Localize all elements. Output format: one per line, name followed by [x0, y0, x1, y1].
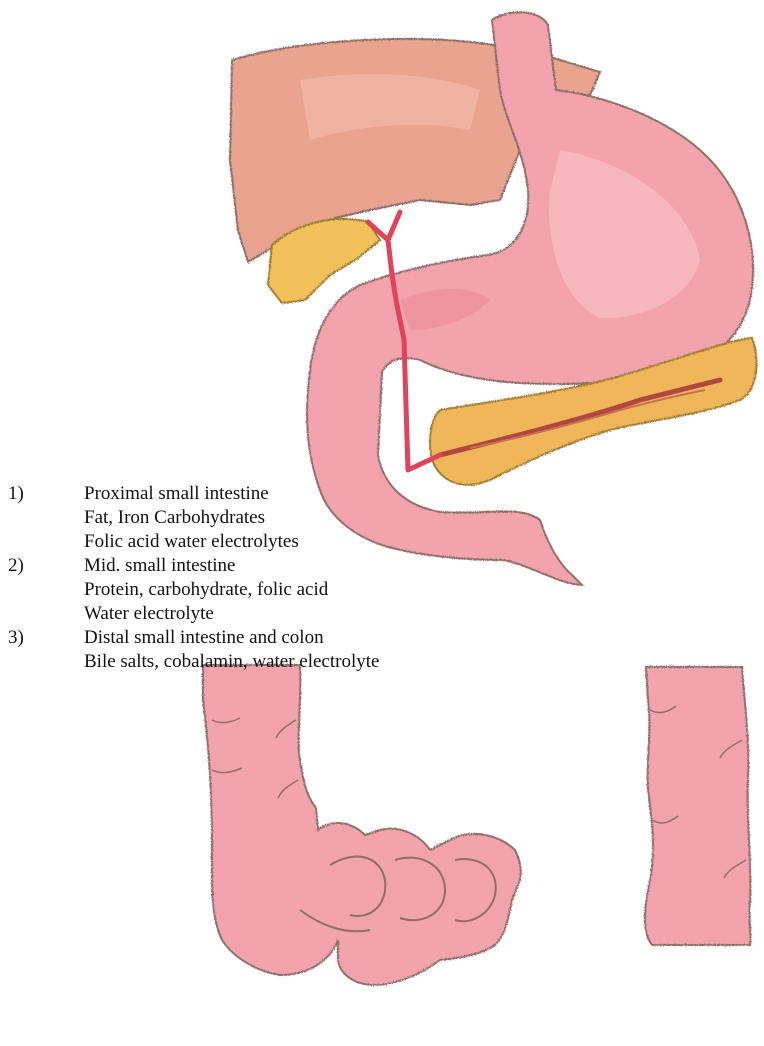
- label-item-2: 2) Mid. small intestine Protein, carbohy…: [8, 554, 379, 626]
- label-nutrients: Water electrolyte: [84, 602, 379, 626]
- label-region: Mid. small intestine: [84, 554, 379, 578]
- label-nutrients: Folic acid water electrolytes: [84, 530, 379, 554]
- label-item-1: 1) Proximal small intestine Fat, Iron Ca…: [8, 482, 379, 554]
- absorption-site-list: 1) Proximal small intestine Fat, Iron Ca…: [8, 482, 379, 674]
- label-nutrients: Bile salts, cobalamin, water electrolyte: [84, 650, 379, 674]
- label-item-3: 3) Distal small intestine and colon Bile…: [8, 626, 379, 674]
- label-region: Distal small intestine and colon: [84, 626, 379, 650]
- label-number: 1): [8, 482, 24, 506]
- ascending-colon: [203, 665, 521, 985]
- label-number: 3): [8, 626, 24, 650]
- label-number: 2): [8, 554, 24, 578]
- descending-colon: [645, 667, 751, 945]
- label-nutrients: Fat, Iron Carbohydrates: [84, 506, 379, 530]
- label-region: Proximal small intestine: [84, 482, 379, 506]
- label-nutrients: Protein, carbohydrate, folic acid: [84, 578, 379, 602]
